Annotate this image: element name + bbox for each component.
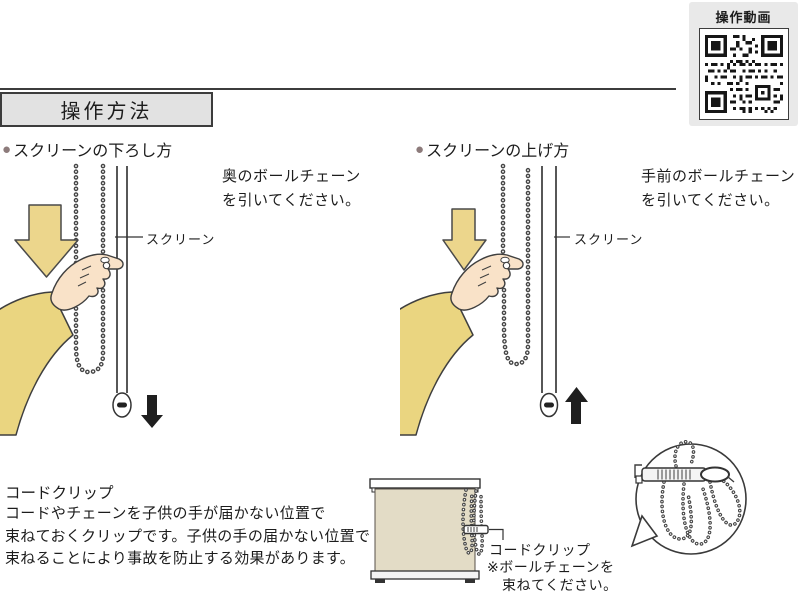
qr-code-icon xyxy=(705,35,783,113)
subheading-raise-label: スクリーンの上げ方 xyxy=(426,143,570,160)
screen-fabric xyxy=(374,488,476,572)
screen-moves-down-arrow-icon xyxy=(141,395,163,428)
headrail xyxy=(369,478,481,489)
qr-frame xyxy=(699,28,789,120)
illustration-raise-screen xyxy=(400,158,588,436)
section-header-title: 操作方法 xyxy=(60,101,153,123)
subheading-lower-screen: ● スクリーンの下ろし方 xyxy=(2,137,172,161)
section-header: 操作方法 xyxy=(0,92,213,127)
weight-logo xyxy=(544,402,554,408)
screen-label-lower: スクリーン xyxy=(146,232,216,247)
bubble-tail xyxy=(630,514,659,548)
cord-clip-detail xyxy=(634,464,735,484)
screen-panel xyxy=(539,166,559,418)
cord-clip-pointer xyxy=(489,528,504,540)
cord-clip xyxy=(463,524,489,535)
illustration-lower-screen xyxy=(0,158,163,436)
bullet-icon: ● xyxy=(2,140,12,158)
instruction-raise: 手前のボールチェーン を引いてください。 xyxy=(641,168,796,209)
hand-pulling-chain xyxy=(0,253,124,436)
cord-clip-detail-bubble xyxy=(630,439,747,555)
weight-logo xyxy=(117,402,127,408)
bottom-bar xyxy=(370,570,480,580)
cord-clip-description: コードやチェーンを子供の手が届かない位置で 束ねておくクリップです。子供の手の届… xyxy=(5,505,371,567)
screen-moves-up-arrow-icon xyxy=(565,387,588,424)
subheading-raise-screen: ● スクリーンの上げ方 xyxy=(415,137,569,161)
roller-screen-illustration xyxy=(369,478,504,583)
bullet-icon: ● xyxy=(415,140,425,158)
subheading-lower-label: スクリーンの下ろし方 xyxy=(13,143,173,160)
screen-label-raise: スクリーン xyxy=(574,232,644,247)
cord-clip-note-label: コードクリップ xyxy=(489,542,591,558)
cord-clip-note-line2: ※ボールチェーンを xyxy=(487,559,615,575)
screen-panel xyxy=(112,166,132,418)
hand-pulling-chain xyxy=(400,253,524,436)
cord-clip-title: コードクリップ xyxy=(5,485,114,502)
pull-chain-down-arrow-icon xyxy=(442,208,487,271)
header-rule xyxy=(0,88,676,90)
instruction-lower: 奥のボールチェーン を引いてください。 xyxy=(222,168,361,209)
cord-clip-note-line3: 束ねてください。 xyxy=(502,577,618,593)
video-title: 操作動画 xyxy=(715,10,772,25)
operation-video-box: 操作動画 xyxy=(689,2,798,126)
pull-chain-down-arrow-icon xyxy=(14,204,79,278)
